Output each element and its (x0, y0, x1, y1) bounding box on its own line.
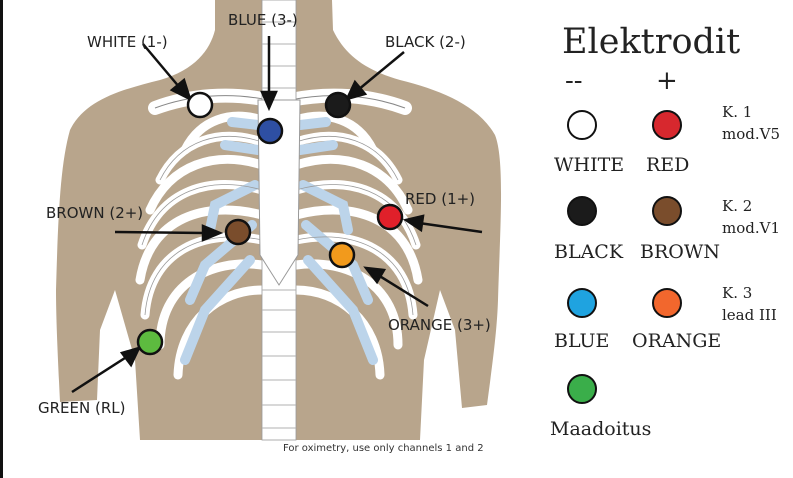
label-orange-electrode: ORANGE (3+) (388, 316, 491, 334)
channel-3-name: K. 3 (722, 282, 777, 304)
label-red-electrode: RED (1+) (405, 190, 475, 208)
electrode-green[interactable] (138, 330, 162, 354)
legend-white-dot (567, 110, 597, 140)
channel-3: K. 3 lead III (722, 282, 777, 326)
electrode-red[interactable] (378, 205, 402, 229)
electrode-brown[interactable] (226, 220, 250, 244)
label-brown-electrode: BROWN (2+) (46, 204, 143, 222)
legend-ground-name: Maadoitus (550, 418, 651, 440)
electrode-blue[interactable] (258, 119, 282, 143)
channel-1-lead: mod.V5 (722, 123, 780, 145)
label-blue-electrode: BLUE (3-) (228, 11, 298, 29)
electrode-white[interactable] (188, 93, 212, 117)
legend-white-name: WHITE (554, 154, 624, 176)
legend-blue-dot (567, 288, 597, 318)
label-green-electrode: GREEN (RL) (38, 399, 125, 417)
channel-1-name: K. 1 (722, 101, 780, 123)
label-white-electrode: WHITE (1-) (87, 33, 168, 51)
legend-brown-name: BROWN (640, 241, 720, 263)
channel-2: K. 2 mod.V1 (722, 195, 780, 239)
legend-black-name: BLACK (554, 241, 623, 263)
channel-3-lead: lead III (722, 304, 777, 326)
electrode-orange[interactable] (330, 243, 354, 267)
legend-red-dot (652, 110, 682, 140)
legend-red-name: RED (646, 154, 689, 176)
oximetry-footnote: For oximetry, use only channels 1 and 2 (283, 443, 484, 454)
plus-sign: + (656, 66, 678, 96)
legend-brown-dot (652, 196, 682, 226)
label-black-electrode: BLACK (2-) (385, 33, 466, 51)
legend-black-dot (567, 196, 597, 226)
legend-blue-name: BLUE (554, 330, 609, 352)
legend-orange-dot (652, 288, 682, 318)
minus-sign: -- (565, 66, 583, 96)
legend-green-dot (567, 374, 597, 404)
channel-2-lead: mod.V1 (722, 217, 780, 239)
electrode-black[interactable] (326, 93, 350, 117)
legend-title: Elektrodit (562, 22, 740, 62)
legend-orange-name: ORANGE (632, 330, 721, 352)
channel-2-name: K. 2 (722, 195, 780, 217)
channel-1: K. 1 mod.V5 (722, 101, 780, 145)
